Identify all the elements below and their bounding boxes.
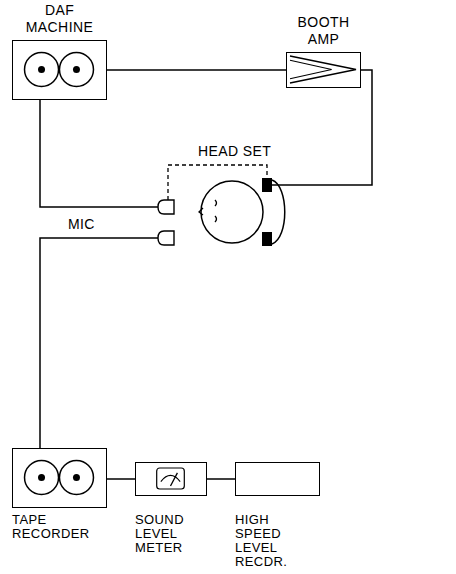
equipment-symbol — [13, 449, 106, 507]
amplifier-box: BOOTH AMP — [286, 14, 361, 88]
headset-figure: HEAD SET — [158, 140, 286, 252]
eyes — [215, 200, 217, 222]
equipment-outline — [12, 448, 107, 508]
node-label: DAF MACHINE — [26, 2, 93, 36]
connector-line — [40, 100, 158, 207]
tape-reel — [59, 53, 93, 87]
head-outline — [201, 181, 263, 243]
meter-needle — [171, 473, 178, 486]
node-label: BOOTH AMP — [298, 14, 350, 48]
microphone — [158, 231, 174, 245]
tape-reel — [25, 461, 59, 495]
node-label: HIGH SPEED LEVEL RECDR. — [235, 513, 287, 569]
connector-line — [107, 69, 286, 71]
equipment-symbol — [136, 463, 206, 495]
mic-label: MIC — [68, 216, 95, 233]
earphone-lead — [272, 184, 286, 186]
node-label: SOUND LEVEL METER — [135, 513, 184, 555]
meter-dial — [157, 468, 185, 489]
equipment-outline — [135, 462, 207, 496]
tape-reel — [59, 461, 93, 495]
tape-reel — [25, 53, 59, 87]
reel-hub — [73, 66, 80, 73]
equipment-symbol — [13, 41, 106, 99]
equipment-symbol — [236, 463, 319, 495]
equipment-outline — [12, 40, 107, 100]
reel-hub — [38, 474, 45, 481]
headband — [272, 180, 285, 244]
connector-line — [207, 478, 235, 480]
connector-line — [107, 478, 135, 480]
earphone — [262, 178, 272, 192]
earphone — [262, 232, 272, 246]
sound-level-meter-box: SOUND LEVEL METER — [135, 462, 207, 555]
node-label: HEAD SET — [198, 143, 271, 160]
amplifier-symbol — [290, 56, 356, 83]
connector-line — [40, 238, 158, 448]
node-label: TAPE RECORDER — [12, 513, 90, 541]
meter-scale — [161, 475, 180, 481]
level-recorder-box: HIGH SPEED LEVEL RECDR. — [235, 462, 320, 569]
amplifier-symbol — [290, 60, 332, 78]
daf-machine-box: DAF MACHINE — [12, 2, 107, 100]
microphone — [158, 200, 174, 214]
equipment-outline — [235, 462, 320, 496]
nose — [199, 208, 203, 215]
tape-recorder-box: TAPE RECORDER — [12, 448, 107, 541]
equipment-symbol — [287, 53, 360, 87]
reel-hub — [73, 474, 80, 481]
reel-hub — [38, 66, 45, 73]
equipment-outline — [286, 52, 361, 88]
